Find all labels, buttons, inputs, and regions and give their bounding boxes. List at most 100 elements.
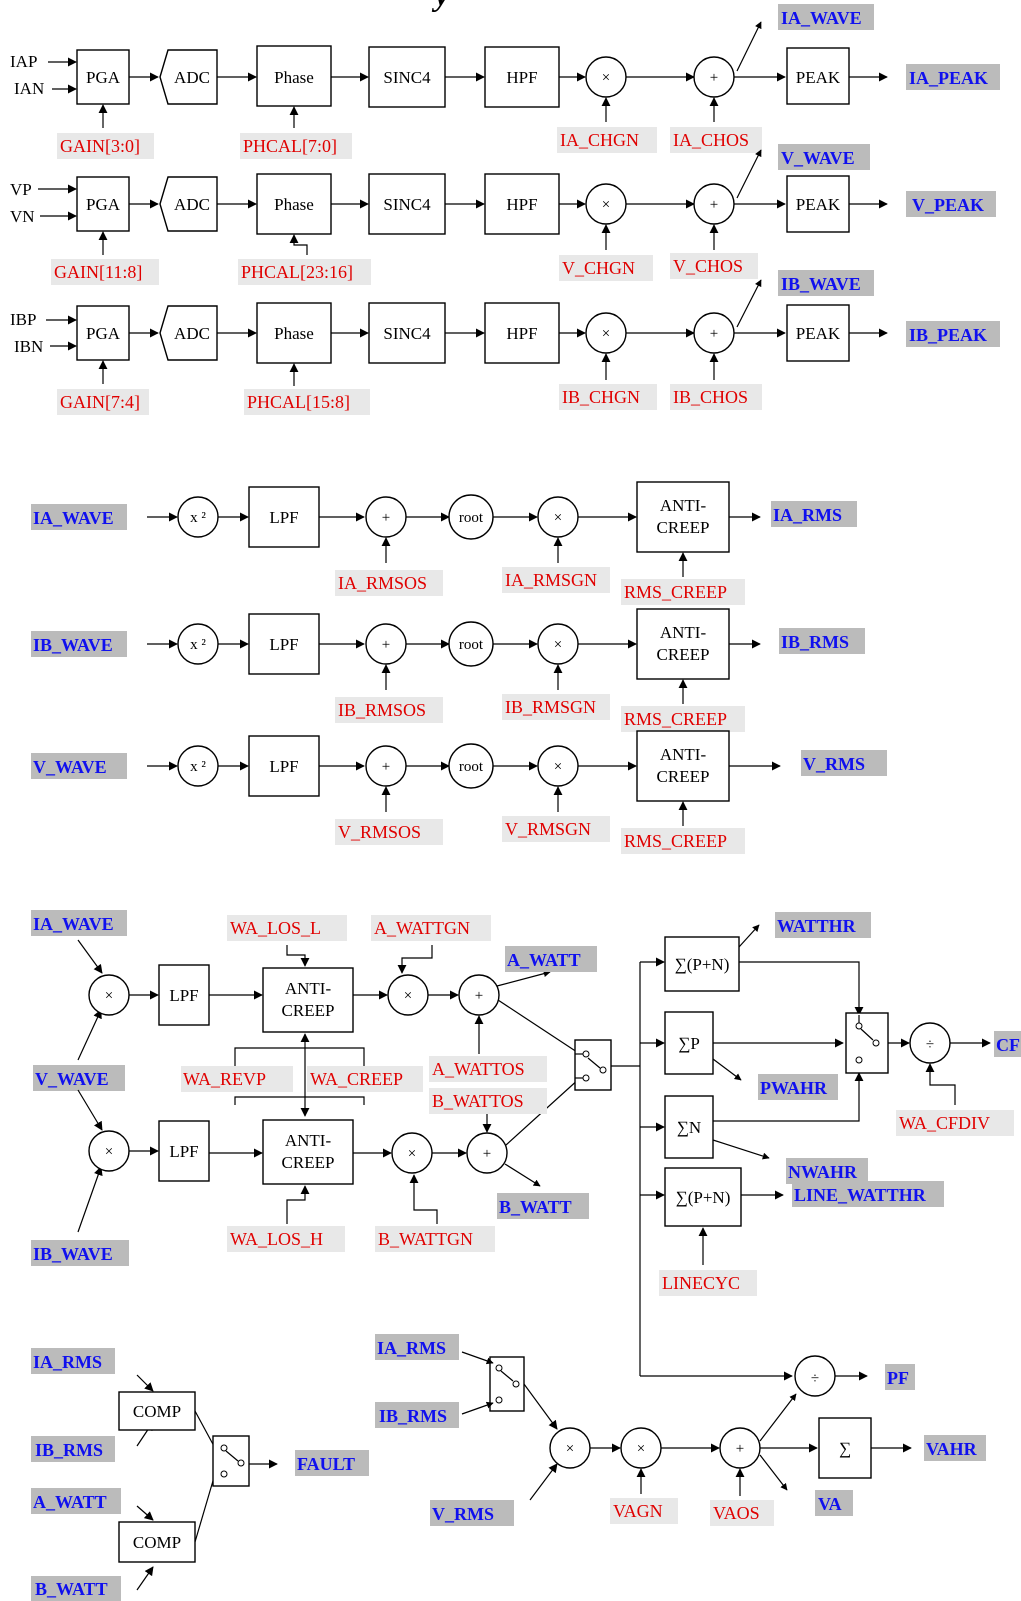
wave-output: V_WAVE [781,148,855,168]
watthr-output: WATTHR [777,916,857,936]
sinc4-block [368,302,446,364]
rms-anticreep-block [636,481,730,553]
rmsgn-register: V_RMSGN [505,819,591,839]
svg-text:CREEP: CREEP [282,1001,335,1020]
rmsos-register: V_RMSOS [338,822,421,842]
svg-text:×: × [408,1146,416,1162]
gain-register: GAIN[7:4] [60,392,140,412]
svg-text:×: × [602,197,610,213]
rms-output: IA_RMS [773,505,842,525]
b-wattgn-register: B_WATTGN [378,1229,473,1249]
svg-text:÷: ÷ [926,1037,934,1053]
b-wattos-adder [466,1132,508,1174]
rms-creep-register: RMS_CREEP [624,582,727,602]
hpf-block [484,173,560,235]
power-section: IA_WAVE V_WAVE IB_WAVE × LPF ANTI- CREEP… [31,910,1021,1397]
wa-creep-register: WA_CREEP [310,1069,403,1089]
root-label: root [459,510,484,526]
svg-text:×: × [105,988,113,1004]
rms-lpf-block [248,613,320,675]
input-ibp: IBP [10,310,36,329]
rmsgn-register: IA_RMSGN [505,570,597,590]
rms-lpf-block [248,735,320,797]
wa-los-h-register: WA_LOS_H [230,1229,323,1249]
svg-text:HPF: HPF [506,324,537,343]
adder-label: + [382,637,390,653]
svg-text:ANTI-: ANTI- [285,1131,332,1150]
svg-text:SINC4: SINC4 [383,324,431,343]
svg-text:∑: ∑ [839,1439,851,1458]
input-ibn: IBN [14,337,43,356]
adder-label: + [382,510,390,526]
chgn-register: IA_CHGN [560,130,639,150]
svg-text:ADC: ADC [174,68,210,87]
wa-los-l-register: WA_LOS_L [230,918,321,938]
gain-register: GAIN[3:0] [60,136,140,156]
rms-output: IB_RMS [781,632,849,652]
a-wattgn-register: A_WATTGN [374,918,470,938]
chgn-register: V_CHGN [562,258,635,278]
svg-text:Phase: Phase [274,195,314,214]
svg-text:+: + [710,70,718,86]
svg-text:PGA: PGA [86,68,121,87]
svg-text:PEAK: PEAK [796,324,841,343]
a-anticreep-block [262,967,354,1033]
peak-output: IA_PEAK [909,68,988,88]
wa-cfdiv-register: WA_CFDIV [899,1113,990,1133]
b-watt-output: B_WATT [499,1197,572,1217]
rms-anticreep-block [636,730,730,802]
fault-ib-rms-input: IB_RMS [35,1440,103,1460]
input-ian: IAN [14,79,44,98]
phcal-register: PHCAL[7:0] [243,136,337,156]
svg-text:SINC4: SINC4 [383,68,431,87]
svg-text:PGA: PGA [86,324,121,343]
svg-text:COMP: COMP [133,1402,181,1421]
peak-block [786,175,850,233]
linecyc-register: LINECYC [662,1273,740,1293]
square-label: x ² [190,510,206,526]
input-iap: IAP [10,52,37,71]
multiplier-label: × [554,637,562,653]
svg-text:PGA: PGA [86,195,121,214]
root-label: root [459,637,484,653]
b-lpf-block [158,1120,210,1182]
peak-block [786,47,850,105]
peak-output: IB_PEAK [909,325,987,345]
svg-text:PEAK: PEAK [796,195,841,214]
svg-text:LPF: LPF [169,1142,198,1161]
svg-text:∑(P+N): ∑(P+N) [675,955,730,974]
a-wattos-adder [458,974,500,1016]
signal-chain-ib: IBP IBN PGA ADC Phase SINC4 HPF × + PEAK [10,270,1000,415]
svg-text:∑(P+N): ∑(P+N) [676,1188,731,1207]
va-ib-rms-input: IB_RMS [379,1406,447,1426]
rmsos-register: IA_RMSOS [338,573,427,593]
vaos-register: VAOS [713,1503,760,1523]
svg-text:∑P: ∑P [678,1034,700,1053]
power-ia-wave-input: IA_WAVE [33,914,114,934]
power-ib-wave-input: IB_WAVE [33,1244,113,1264]
rms-anticreep-block [636,608,730,680]
accumulator-p [664,1011,714,1075]
pwahr-output: PWAHR [760,1078,828,1098]
a-wattos-register: A_WATTOS [432,1059,525,1079]
anticreep-label-2: CREEP [657,767,710,786]
b-wattos-register: B_WATTOS [432,1091,524,1111]
chos-register: V_CHOS [673,256,743,276]
svg-text:HPF: HPF [506,195,537,214]
svg-text:+: + [710,197,718,213]
multiplier-label: × [554,510,562,526]
peak-output: V_PEAK [912,195,984,215]
square-label: x ² [190,637,206,653]
phcal-register: PHCAL[23:16] [241,262,353,282]
svg-text:+: + [710,326,718,342]
b-anticreep-block [262,1119,354,1185]
svg-text:Phase: Phase [274,68,314,87]
fault-b-watt-input: B_WATT [35,1579,108,1599]
svg-text:+: + [475,988,483,1004]
va-v-rms-input: V_RMS [432,1504,494,1524]
vagn-register: VAGN [613,1501,663,1521]
root-label: root [459,759,484,775]
signal-chain-v: VP VN PGA ADC Phase SINC4 HPF × + PEAK G [10,144,996,285]
